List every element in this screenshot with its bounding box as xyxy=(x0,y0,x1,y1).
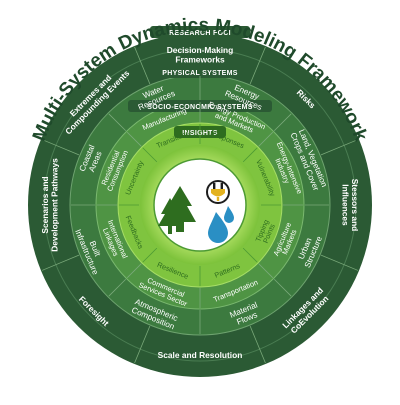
ring-label-line: Frameworks xyxy=(175,55,225,65)
outer-ring-divider xyxy=(41,139,80,156)
insights-ring-divider xyxy=(242,247,258,263)
insights-ring-divider xyxy=(142,247,158,263)
insights-ring-divider xyxy=(142,147,158,163)
ring-label-line: Decision-Making xyxy=(167,45,234,55)
power-plug-icon xyxy=(206,180,230,204)
outer-ring-divider xyxy=(134,325,151,364)
physical-ring-divider xyxy=(108,278,127,297)
outer-ring-divider xyxy=(249,325,266,364)
ring-label-line: Stessors and xyxy=(350,179,360,232)
outer-ring-divider xyxy=(41,254,80,271)
outer-ring-divider xyxy=(320,254,359,271)
ring-label-line: Scenarios and xyxy=(40,176,50,233)
physical-ring-divider xyxy=(108,113,127,132)
outer-ring-divider xyxy=(320,139,359,156)
ring-label-stressors: Stessors andInfluences xyxy=(340,179,360,232)
ring-label-line: Influences xyxy=(340,184,350,226)
trees-icon xyxy=(158,186,196,234)
socio-ring-divider xyxy=(126,131,142,147)
physical-systems-label: PHYSICAL SYSTEMS xyxy=(162,70,237,77)
ring-label-line: Development Pathways xyxy=(50,158,60,252)
ring-label-line: Scale and Resolution xyxy=(158,350,243,360)
physical-systems-band xyxy=(144,66,256,78)
sector-dividers xyxy=(41,46,359,364)
physical-ring-divider xyxy=(273,278,292,297)
physical-ring-divider xyxy=(273,113,292,132)
water-drops-icon xyxy=(208,206,234,243)
research-foci-label: RESEARCH FOCI xyxy=(169,30,231,37)
ring-label-scenarios: Scenarios andDevelopment Pathways xyxy=(40,158,60,252)
socio-ring-divider xyxy=(258,263,274,279)
insights-ring-divider xyxy=(242,147,258,163)
outer-ring-divider xyxy=(134,46,151,85)
research-foci-band xyxy=(150,26,250,38)
ring-label-scale: Scale and Resolution xyxy=(158,350,243,360)
outer-ring-divider xyxy=(249,46,266,85)
socio-ring-divider xyxy=(258,131,274,147)
socio-ring-divider xyxy=(126,263,142,279)
outer-ring-divider xyxy=(43,48,357,362)
